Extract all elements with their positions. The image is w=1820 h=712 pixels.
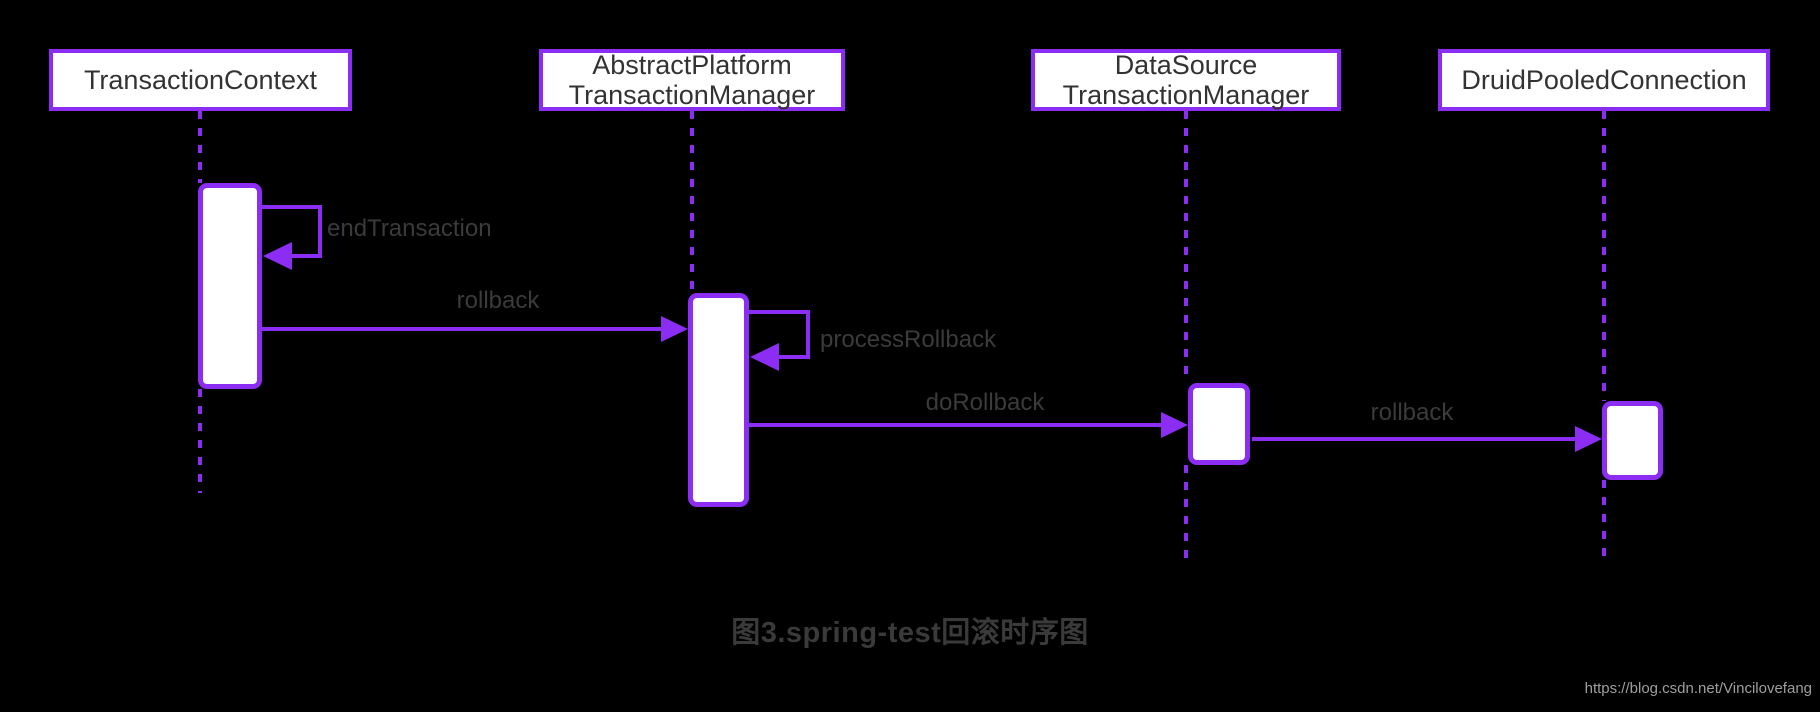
message-label-rollback-2: rollback: [1370, 399, 1454, 426]
actor-label-datasourcetransactionmanager: DataSource TransactionManager: [1062, 50, 1310, 110]
message-label-endtransaction: endTransaction: [327, 215, 492, 242]
message-label-rollback-1: rollback: [456, 287, 540, 314]
actor-box-datasourcetransactionmanager: DataSource TransactionManager: [1031, 49, 1341, 111]
self-call-processrollback-path: [749, 310, 810, 359]
actor-label-druidpooledconnection: DruidPooledConnection: [1461, 65, 1747, 95]
actor-box-transactioncontext: TransactionContext: [49, 49, 352, 111]
message-rollback-2-arrowhead: [1575, 426, 1602, 452]
actor-label-transactioncontext: TransactionContext: [83, 65, 318, 95]
watermark-url: https://blog.csdn.net/Vincilovefang: [1584, 680, 1812, 697]
self-call-endtransaction-arrowhead: [263, 242, 292, 270]
message-label-processrollback: processRollback: [820, 326, 997, 353]
message-rollback-1-arrowhead: [661, 316, 688, 342]
self-call-endtransaction-path: [262, 205, 322, 258]
message-label-dorollback: doRollback: [925, 389, 1045, 416]
activation-transactioncontext: [198, 183, 262, 389]
actor-box-druidpooledconnection: DruidPooledConnection: [1438, 49, 1770, 111]
actor-box-abstractplatformtransactionmanager: AbstractPlatform TransactionManager: [539, 49, 845, 111]
activation-druidpooledconnection: [1602, 401, 1663, 480]
actor-label-abstractplatformtransactionmanager: AbstractPlatform TransactionManager: [568, 50, 816, 110]
activation-datasourcetransactionmanager: [1188, 383, 1250, 465]
activation-abstractplatformtransactionmanager: [688, 293, 749, 507]
diagram-caption: 图3.spring-test回滚时序图: [731, 617, 1089, 649]
self-call-processrollback-arrowhead: [750, 343, 779, 371]
message-dorollback-arrowhead: [1161, 412, 1188, 438]
